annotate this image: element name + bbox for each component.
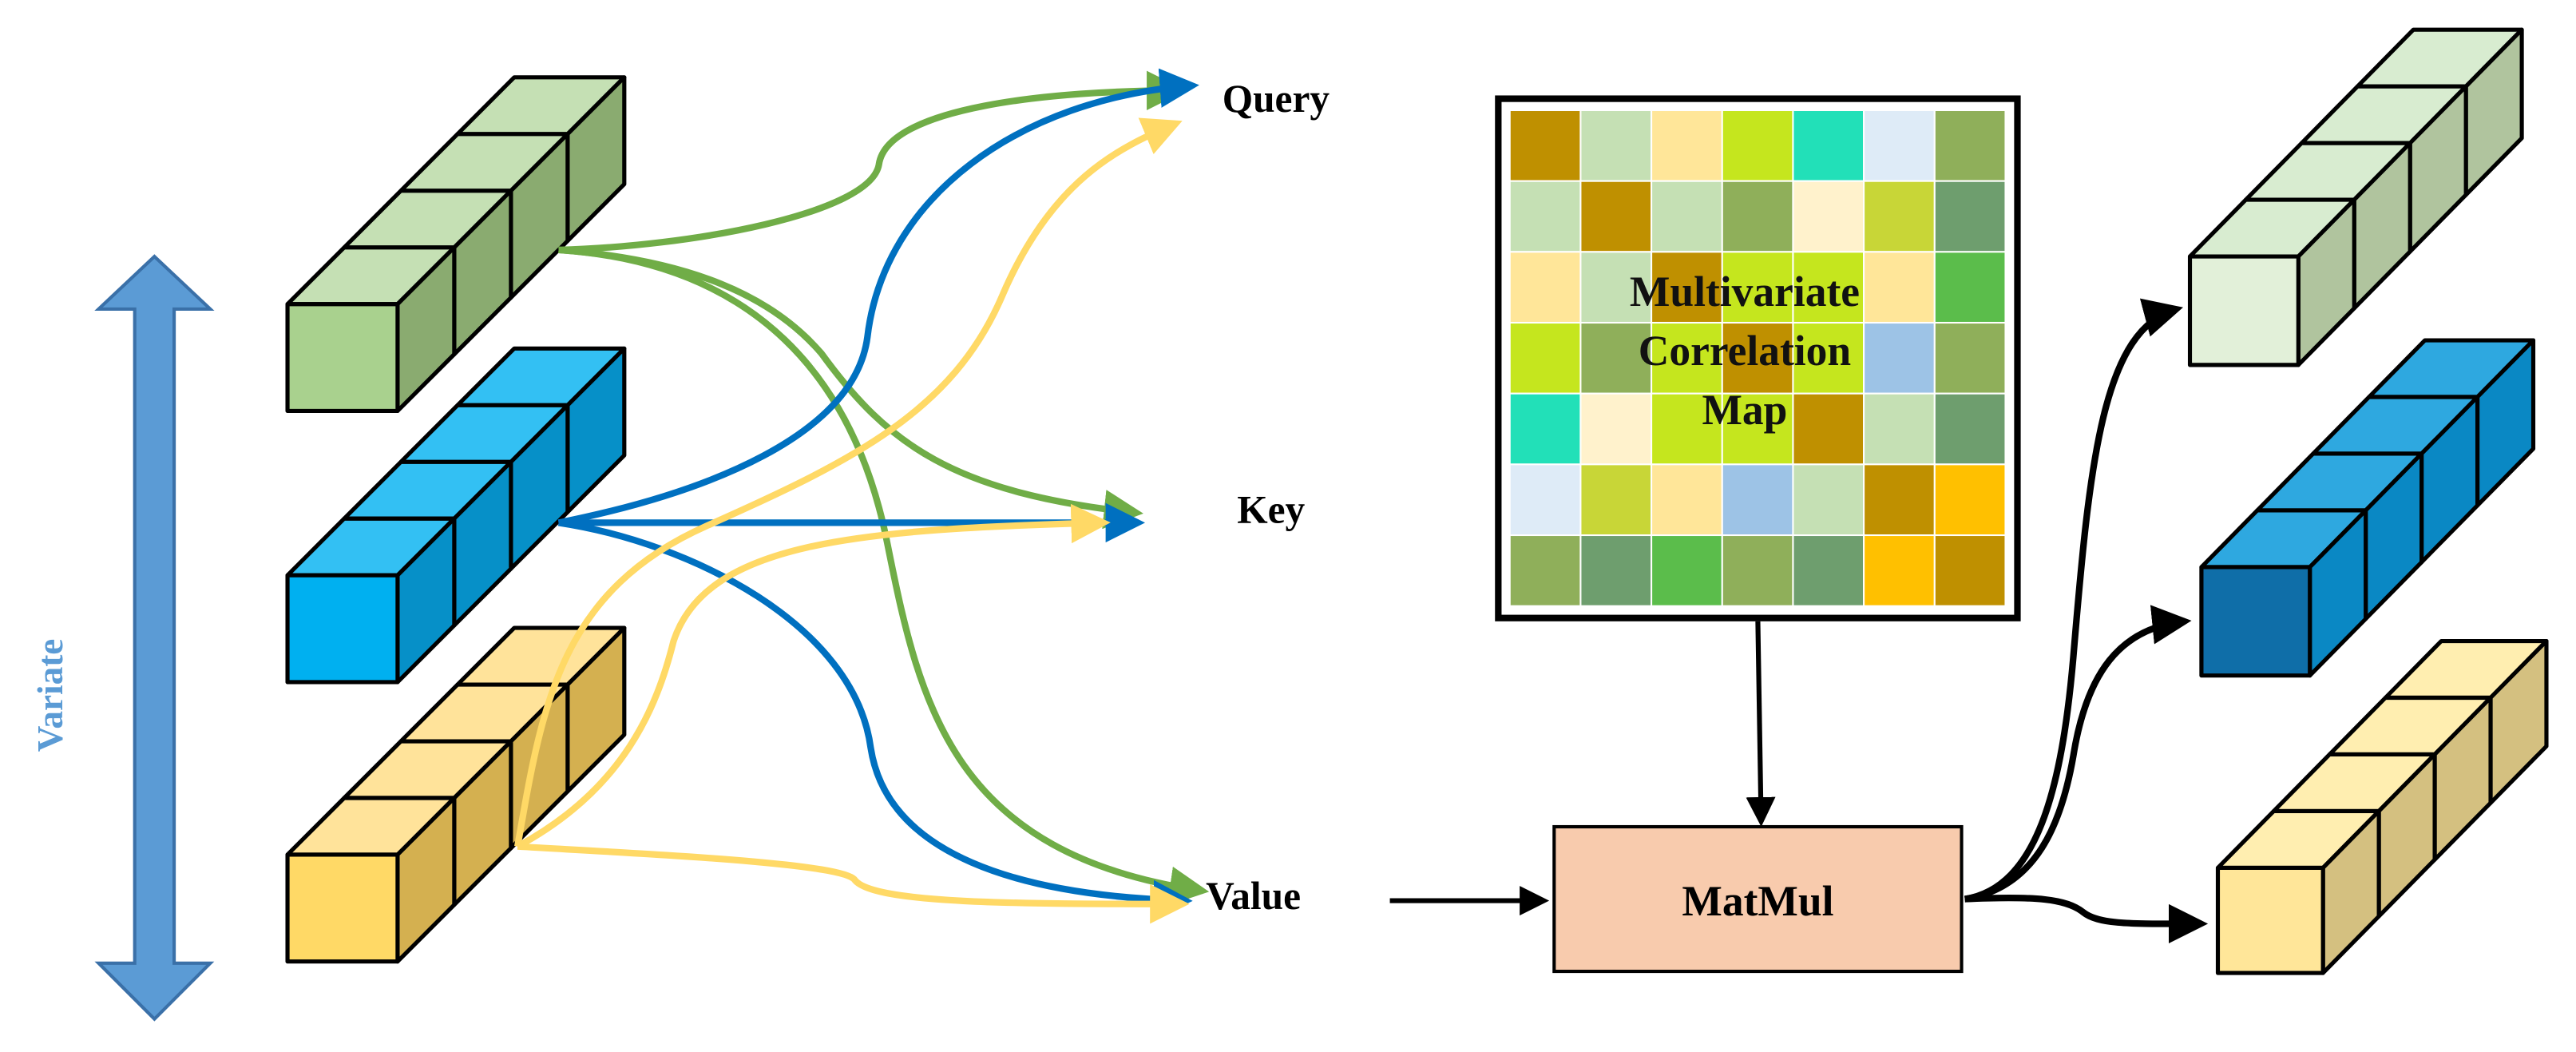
map-title-line1: Multivariate — [1630, 268, 1860, 316]
matmul-box — [1552, 824, 1964, 974]
matrix-cell — [1721, 463, 1794, 537]
matrix-cell — [1721, 392, 1794, 466]
yellow-input-bar — [285, 625, 627, 964]
matrix-cell — [1508, 321, 1582, 395]
green-to-query-curve — [558, 70, 1187, 253]
matrix-cell — [1651, 534, 1723, 607]
matrix-cell — [1508, 251, 1582, 324]
matrix-cell — [1933, 534, 2007, 607]
matmul-to-green-output-arrow — [1964, 298, 2184, 903]
variate-double-arrow — [94, 254, 215, 1022]
matrix-cell — [1579, 463, 1653, 537]
matrix-cell — [1579, 321, 1653, 395]
matrix-cell — [1933, 251, 2007, 324]
output-arrows — [1964, 298, 2209, 944]
blue-input-bar — [285, 346, 627, 685]
map-title-line3: Map — [1702, 386, 1787, 434]
blue-input-bar-front-face — [285, 573, 400, 685]
matrix-cell — [1651, 180, 1723, 253]
blue-output-bar — [2199, 338, 2536, 678]
yellow-input-bar-front-face — [285, 852, 400, 964]
key-label: Key — [1237, 487, 1305, 531]
matrix-cell — [1863, 463, 1936, 537]
blue-to-value-curve — [557, 519, 1193, 920]
matrix-cell — [1792, 180, 1865, 253]
matrix-cell — [1508, 534, 1582, 607]
blue-to-query-curve — [557, 68, 1199, 526]
map-title-line2: Correlation — [1639, 327, 1851, 375]
matrix-cell — [1792, 463, 1865, 537]
matrix-cell — [1579, 109, 1653, 182]
matrix-cell — [1508, 180, 1582, 253]
matrix-cell — [1933, 109, 2007, 182]
variate-axis: Variate — [30, 254, 215, 1022]
matmul-block: MatMul — [1552, 824, 1964, 974]
input-variate-bars — [285, 75, 627, 964]
matrix-cell — [1792, 109, 1865, 182]
matrix-cell — [1508, 109, 1582, 182]
matrix-cell — [1863, 534, 1936, 607]
matrix-cell — [1863, 251, 1936, 324]
yellow-to-query-curve — [514, 117, 1183, 848]
matrix-cell — [1792, 392, 1865, 466]
matrix-cell — [1651, 251, 1723, 324]
matrix-cell — [1933, 392, 2007, 466]
matrix-cell — [1721, 534, 1794, 607]
matrix-cell — [1579, 180, 1653, 253]
matmul-to-blue-output-arrow — [1964, 605, 2192, 903]
matrix-cell — [1792, 534, 1865, 607]
value-label: Value — [1206, 874, 1301, 918]
matrix-cell — [1863, 109, 1936, 182]
matmul-to-yellow-output-arrow — [1964, 894, 2209, 944]
correlation-map: Multivariate Correlation Map — [1495, 95, 2021, 621]
projection-curves — [514, 68, 1210, 924]
blue-output-bar-front-face — [2199, 565, 2312, 678]
variate-label: Variate — [30, 639, 70, 752]
output-variate-bars — [2187, 27, 2549, 975]
matrix-cell — [1721, 109, 1794, 182]
yellow-output-bar-front-face — [2215, 865, 2325, 975]
green-output-bar-front-face — [2187, 254, 2301, 367]
matrix-cell — [1863, 321, 1936, 395]
yellow-to-value-curve — [517, 843, 1190, 924]
green-input-bar — [285, 75, 627, 414]
matrix-cell — [1792, 251, 1865, 324]
matrix-cell — [1721, 180, 1794, 253]
matrix-cell — [1579, 534, 1653, 607]
query-label: Query — [1223, 77, 1330, 121]
correlation-map-cells — [1508, 109, 2007, 607]
yellow-output-bar — [2215, 638, 2549, 975]
map-to-matmul-arrow — [1746, 621, 1776, 828]
green-to-key-curve — [558, 246, 1143, 530]
matrix-cell — [1579, 392, 1653, 466]
matrix-cell — [1863, 392, 1936, 466]
matrix-cell — [1508, 392, 1582, 466]
matrix-cell — [1933, 321, 2007, 395]
matmul-label: MatMul — [1682, 877, 1833, 925]
matrix-cell — [1651, 463, 1723, 537]
matrix-cell — [1863, 180, 1936, 253]
green-input-bar-front-face — [285, 302, 400, 414]
matrix-cell — [1933, 463, 2007, 537]
green-to-value-curve — [558, 246, 1210, 906]
matrix-cell — [1933, 180, 2007, 253]
matrix-cell — [1508, 463, 1582, 537]
yellow-to-key-curve — [516, 503, 1111, 850]
matrix-cell — [1651, 109, 1723, 182]
green-output-bar — [2187, 27, 2524, 367]
